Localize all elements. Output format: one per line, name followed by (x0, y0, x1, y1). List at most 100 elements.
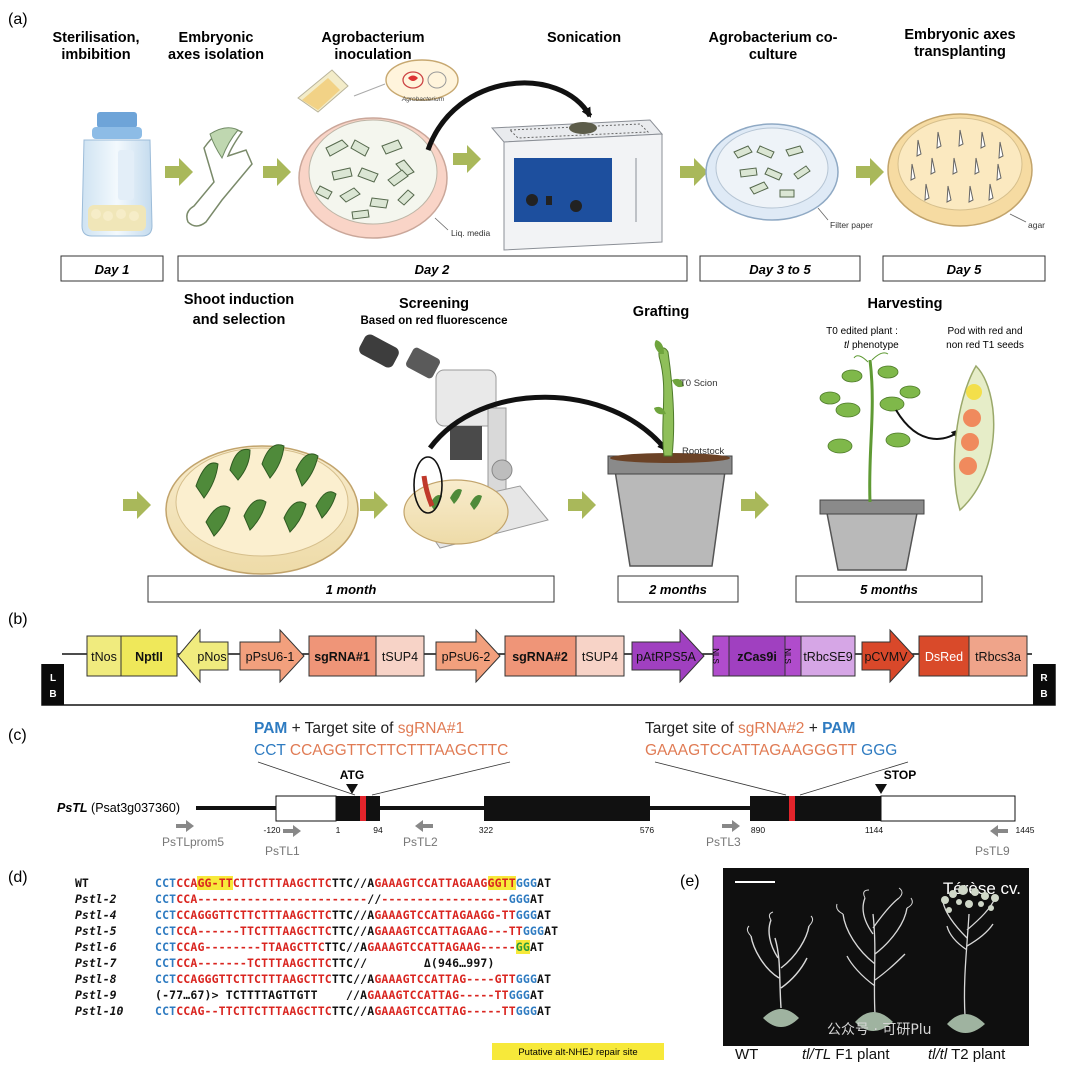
nls2-label: NLS (783, 648, 792, 664)
panel-a-label: (a) (8, 11, 28, 28)
coord-890: 890 (751, 825, 765, 835)
step-axes-isolation-line1: Embryonic (179, 30, 254, 46)
alignment-row-sequence: CCTCCAG--------TTAAGCTTCTTC//AGAAAGTCCAT… (155, 940, 544, 954)
pot-wt (763, 1009, 799, 1027)
arrow-4-icon (680, 158, 708, 186)
sequence-segment: TTC//A (331, 972, 375, 986)
shoot-induction-dish (165, 444, 359, 575)
target-2-sequence: GAAAGTCCATTAGAAGGGTT GGG (645, 742, 897, 759)
sequence-segment: GGTT (487, 876, 516, 890)
duration-1month-box (147, 575, 555, 603)
transfer-arrow-icon (425, 80, 593, 151)
process-arrows-top (165, 145, 884, 186)
sequence-segment: CCAG--TTCTTCTTTAAGCTTC (176, 1004, 332, 1018)
seed-bottle-icon (81, 112, 153, 237)
sgrna1-box (308, 635, 377, 677)
alignment-row-name: Pstl-5 (75, 924, 117, 938)
pam-target-2-header: Target site of sgRNA#2 + PAM (645, 720, 855, 737)
pnos-label: pNos (197, 650, 226, 664)
trbcs3a-label: tRbcs3a (975, 650, 1021, 664)
nptii-box (120, 635, 178, 677)
primer-pstl3-label: PsTL3 (706, 835, 741, 849)
arrow-8-icon (568, 491, 596, 519)
rootstock-label: Rootstock (682, 446, 724, 457)
alignment-row-sequence: CCTCCA------------------------//--------… (155, 892, 544, 906)
target-1-sequence: CCT CCAGGTTCTTCTTTAAGCTTC (254, 742, 508, 759)
sgrna2-ref: sgRNA#2 (738, 720, 804, 737)
filter-paper-label: Filter paper (830, 220, 873, 230)
sequence-segment: GG (515, 940, 530, 954)
sequence-segment: CCAG--------TTAAGCTTC (176, 940, 325, 954)
step-sterilisation-line2: imbibition (61, 47, 130, 63)
sequence-segment: AT (537, 1004, 552, 1018)
sequence-segment: AT (537, 876, 552, 890)
alignment-row-name: Pstl-6 (75, 940, 117, 954)
sequence-segment: GGG (515, 876, 538, 890)
process-arrows-bottom (123, 491, 769, 519)
sequence-segment: TTC//A (331, 908, 375, 922)
graft-arrow-icon (427, 394, 668, 452)
sequence-segment: GGG (508, 892, 530, 906)
t0-tl-italic: tl (844, 340, 850, 351)
alignment-row-name: WT (75, 876, 89, 890)
panel-c-label: (c) (8, 727, 27, 744)
rb-label-2: B (1040, 689, 1047, 700)
tsup4-2-box (575, 635, 625, 677)
day1-label: Day 1 (95, 262, 130, 277)
step-screening: Screening (399, 296, 469, 312)
sequence-segment: CCT (155, 876, 177, 890)
arrow-3-icon (453, 145, 481, 173)
trbcs3a-box (968, 635, 1028, 677)
seq1-target: CCAGGTTCTTCTTTAAGCTTC (286, 742, 509, 759)
arrow-5-icon (856, 158, 884, 186)
lb-label-1: L (50, 673, 56, 684)
sequence-segment: ------------------ (381, 892, 509, 906)
ppsu6-1-label: pPsU6-1 (246, 650, 295, 664)
tnos-label: tNos (91, 650, 117, 664)
sequence-segment: CCT (155, 924, 177, 938)
dsred-label: DsRed (925, 650, 963, 664)
arrow-9-icon (741, 491, 769, 519)
sequence-segment: AT (529, 988, 545, 1002)
legend-highlight-box (492, 1043, 664, 1060)
sequence-segment: AT (537, 972, 552, 986)
trbcse9-label: tRbcSE9 (803, 650, 852, 664)
embryonic-axis-icon (186, 127, 253, 227)
duration-2months-label: 2 months (648, 582, 707, 597)
duration-1month-label: 1 month (326, 582, 377, 597)
pea-pod-icon (953, 364, 995, 512)
tnos-box (86, 635, 122, 677)
step-shoot-line2: and selection (193, 312, 286, 328)
ppsu6-1-arrow (239, 628, 305, 684)
pcvmv-label: pCVMV (864, 650, 908, 664)
sequence-segment: CCAGGGTTCTTCTTTAAGCTTC (176, 908, 332, 922)
inoculation-dish (298, 117, 448, 239)
seq2-pam: GGG (857, 742, 897, 759)
day3-box (699, 255, 861, 282)
primer-pstl1-arrow-icon (283, 825, 301, 837)
sequence-segment: GAAAGTCCATTAG----GTT (374, 972, 516, 986)
caption-t2: tl/tl T2 plant (928, 1046, 1005, 1063)
t0-label-line1: T0 edited plant : (826, 326, 898, 337)
sequence-segment: CCAGGGTTCTTCTTTAAGCTTC (176, 972, 332, 986)
coculture-dish (705, 123, 839, 221)
duration-2months-box (617, 575, 739, 603)
alignment-row-sequence: CCTCCAGG-TTCTTCTTTAAGCTTCTTC//AGAAAGTCCA… (155, 876, 551, 890)
sgrna2-label: sgRNA#2 (512, 650, 568, 664)
primer-pstl9-label: PsTL9 (975, 844, 1010, 858)
sequence-segment: CCA------TTCTTTAAGCTTC (176, 924, 332, 938)
caption-f1-genotype: tl/TL (802, 1046, 832, 1063)
primer-pstl9-arrow-icon (990, 825, 1008, 837)
coord-94: 94 (373, 825, 383, 835)
caption-t2-text: T2 plant (947, 1046, 1006, 1063)
duration-5months-box (795, 575, 983, 603)
atg-marker-icon (346, 784, 358, 794)
day1-box (60, 255, 164, 282)
plus2-text: + (804, 720, 822, 737)
sequence-segment: CCT (155, 1004, 177, 1018)
sonicator-icon (490, 119, 664, 251)
pod-label-line2: non red T1 seeds (946, 340, 1024, 351)
panel-d-label: (d) (8, 869, 28, 886)
sequence-segment: TTC// Δ(946…997) (331, 956, 495, 970)
